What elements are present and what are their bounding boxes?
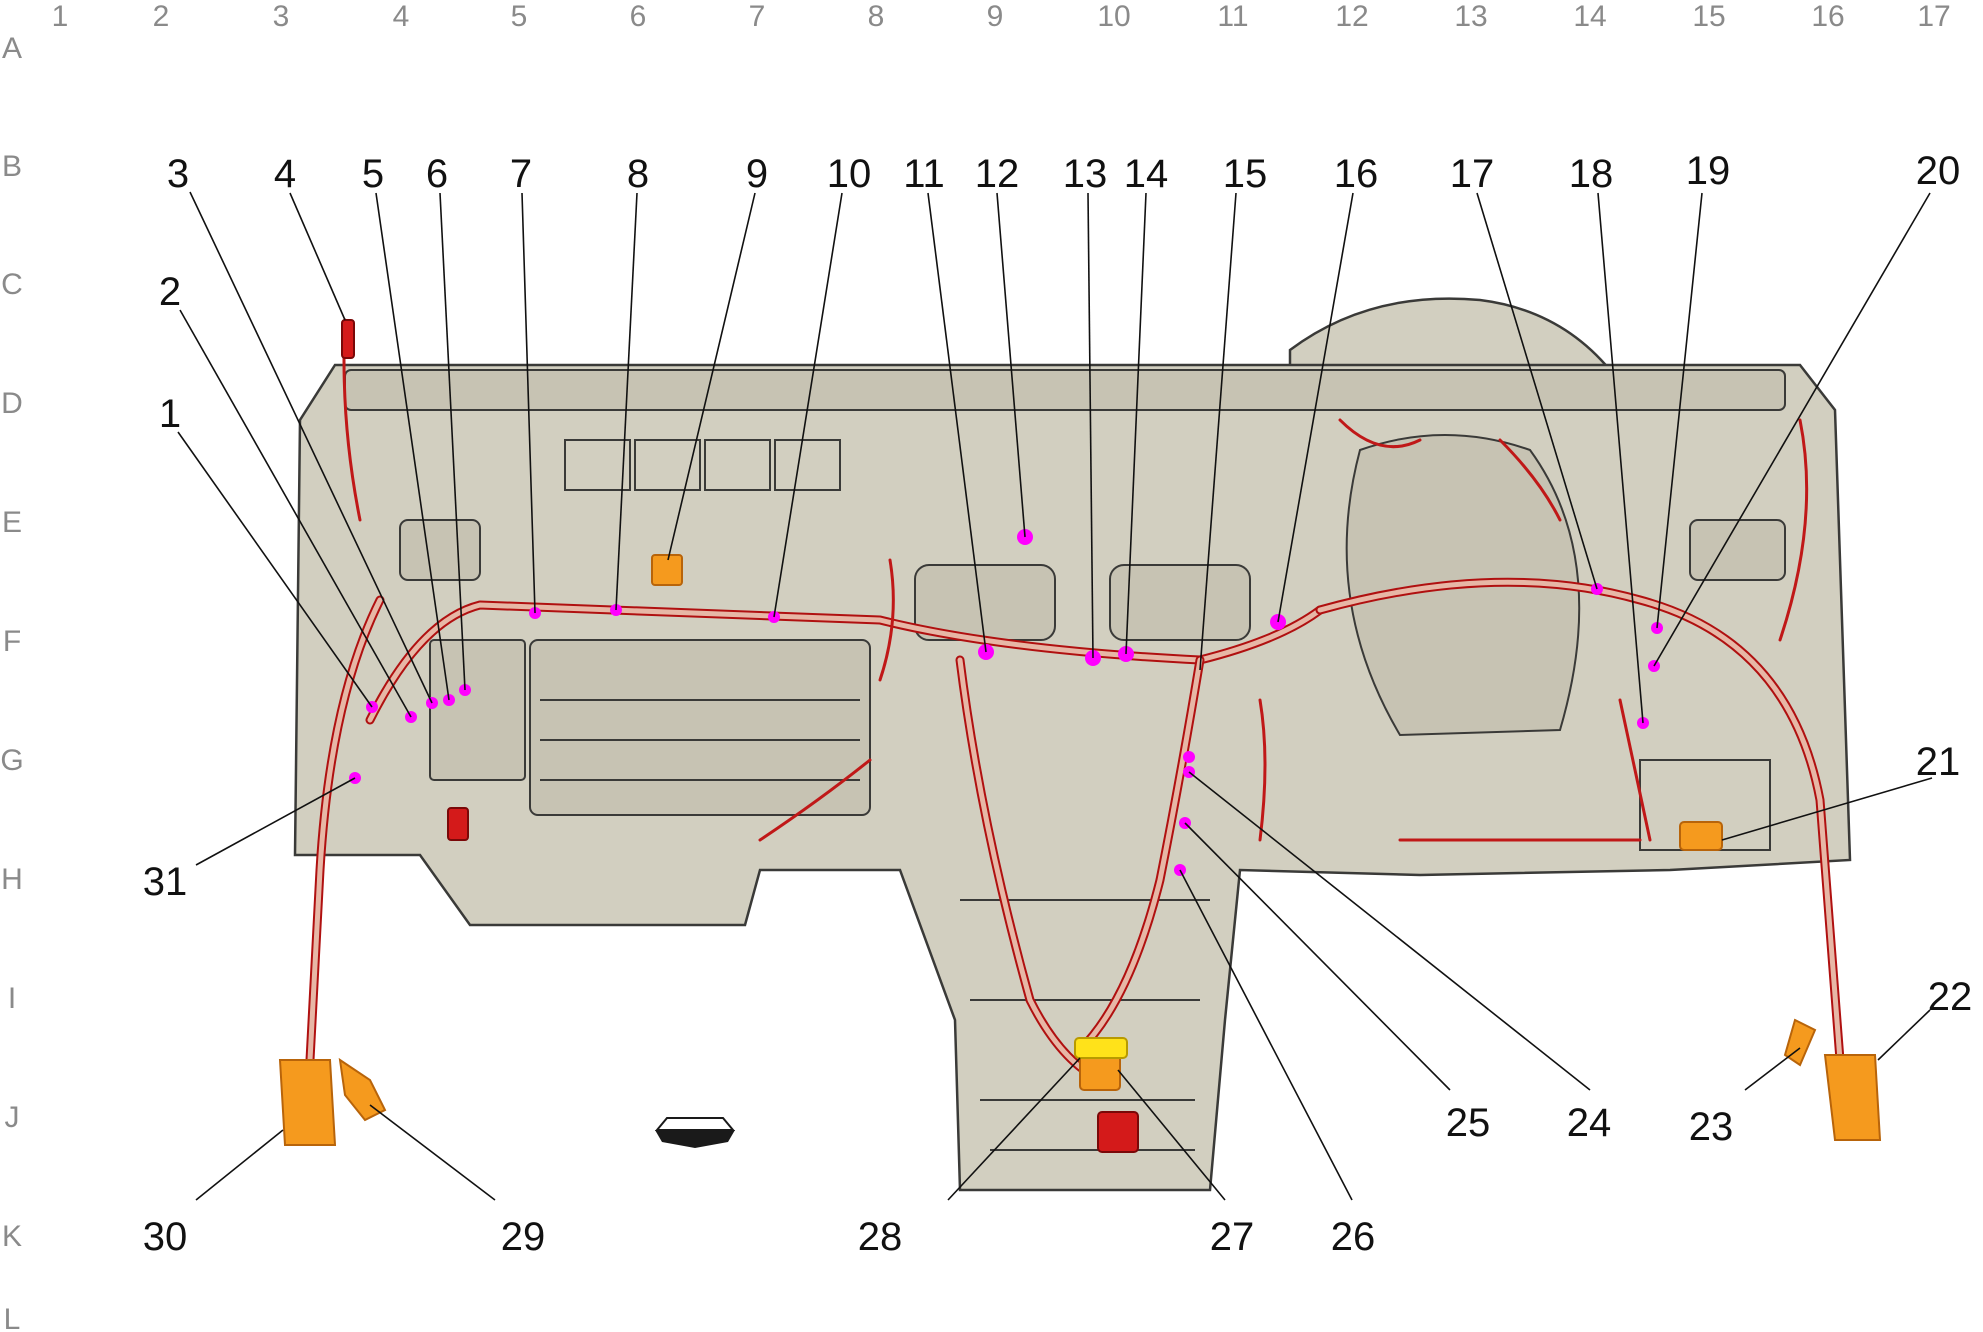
grid-col-label: 2 <box>153 0 170 33</box>
grid-col-label: 9 <box>987 0 1004 33</box>
grid-column-labels: 1 2 3 4 5 6 7 8 9 10 11 12 13 14 15 16 1… <box>52 0 1951 33</box>
callout-label: 3 <box>167 152 189 196</box>
callout-label: 25 <box>1446 1101 1491 1145</box>
grid-col-label: 12 <box>1335 0 1368 33</box>
cluster-hood <box>1288 297 1613 372</box>
grid-col-label: 13 <box>1454 0 1487 33</box>
grid-col-label: 7 <box>749 0 766 33</box>
grid-row-label: G <box>0 744 23 777</box>
callout-label: 12 <box>975 152 1020 196</box>
grid-row-label: C <box>1 268 23 301</box>
callout-label: 28 <box>858 1215 903 1259</box>
leader-lines <box>177 191 1933 1201</box>
grid-col-label: 6 <box>630 0 647 33</box>
callout-label: 17 <box>1450 152 1495 196</box>
connector-9 <box>651 554 683 586</box>
callout-label: 23 <box>1689 1105 1734 1149</box>
grid-col-label: 8 <box>868 0 885 33</box>
callout-label: 13 <box>1063 152 1108 196</box>
callout-label: 2 <box>159 270 181 314</box>
red-connector-left <box>447 807 469 841</box>
callout-label: 26 <box>1331 1215 1376 1259</box>
callout-label: 15 <box>1223 152 1268 196</box>
connector-29 <box>338 1057 387 1122</box>
grid-col-label: 10 <box>1097 0 1130 33</box>
upper-duct-panels <box>564 439 841 491</box>
callout-label: 21 <box>1916 740 1961 784</box>
grid-row-label: A <box>2 32 22 65</box>
grid-col-label: 17 <box>1917 0 1950 33</box>
glovebox-module <box>529 639 871 816</box>
glovebox-ribs <box>540 699 860 781</box>
callout-label: 10 <box>827 152 872 196</box>
grid-col-label: 11 <box>1217 0 1248 33</box>
callout-label: 4 <box>274 152 296 196</box>
connector-30 <box>278 1059 337 1146</box>
callout-label: 18 <box>1569 152 1614 196</box>
grid-row-label: E <box>2 506 22 539</box>
callout-label: 6 <box>426 152 448 196</box>
callout-label: 22 <box>1928 975 1973 1019</box>
callout-label: 5 <box>362 152 384 196</box>
left-vent <box>399 519 481 581</box>
red-connector-console <box>1097 1111 1139 1153</box>
right-vent <box>1689 519 1786 581</box>
callout-label: 29 <box>501 1215 546 1259</box>
grid-row-labels: A B C D E F G H I J K L <box>0 32 23 1332</box>
grid-row-label: K <box>2 1220 22 1253</box>
callout-label: 20 <box>1916 149 1961 193</box>
grid-row-label: J <box>5 1101 20 1134</box>
center-vent-right <box>1109 564 1251 641</box>
front-direction-arrow-icon <box>654 1117 736 1148</box>
grid-col-label: 3 <box>273 0 290 33</box>
right-lower-module <box>1639 759 1771 851</box>
grid-col-label: 5 <box>511 0 528 33</box>
branch-wires <box>342 318 1809 842</box>
callout-label: 31 <box>143 860 188 904</box>
callout-label: 7 <box>510 152 532 196</box>
splice-dot <box>1183 751 1195 763</box>
grid-col-label: 4 <box>393 0 410 33</box>
defroster-strip <box>344 369 1786 411</box>
connector-21 <box>1679 821 1723 851</box>
wiring-harness <box>305 318 1845 1085</box>
grid-row-label: B <box>2 150 22 183</box>
callout-label: 16 <box>1334 152 1379 196</box>
grid-col-label: 14 <box>1573 0 1606 33</box>
callout-label: 27 <box>1210 1215 1255 1259</box>
callout-label: 9 <box>746 152 768 196</box>
callout-label: 8 <box>627 152 649 196</box>
grid-row-label: D <box>1 387 23 420</box>
grid-col-label: 16 <box>1811 0 1844 33</box>
grid-col-label: 1 <box>52 0 69 33</box>
callout-label: 1 <box>159 392 181 436</box>
grid-row-label: I <box>8 982 16 1015</box>
grid-col-label: 15 <box>1692 0 1725 33</box>
connector-23 <box>1783 1018 1817 1067</box>
callout-label: 19 <box>1686 149 1731 193</box>
callout-numbers: 1 2 3 4 5 6 7 8 9 10 11 12 13 14 15 16 1… <box>143 149 1973 1259</box>
grid-row-label: H <box>1 863 23 896</box>
callout-label: 14 <box>1124 152 1169 196</box>
connector-22 <box>1823 1054 1882 1141</box>
red-connector-upper-left <box>341 319 355 359</box>
instrument-panel <box>293 297 1852 1192</box>
callout-label: 30 <box>143 1215 188 1259</box>
grid-row-label: L <box>4 1303 21 1332</box>
grid-row-label: F <box>3 625 21 658</box>
console-outline <box>960 899 1210 1151</box>
connector-28 <box>1074 1037 1128 1059</box>
callout-label: 11 <box>903 152 945 196</box>
fuse-block <box>429 639 526 781</box>
splice-dots <box>349 529 1663 876</box>
callout-label: 24 <box>1567 1101 1612 1145</box>
connectors <box>278 319 1882 1153</box>
